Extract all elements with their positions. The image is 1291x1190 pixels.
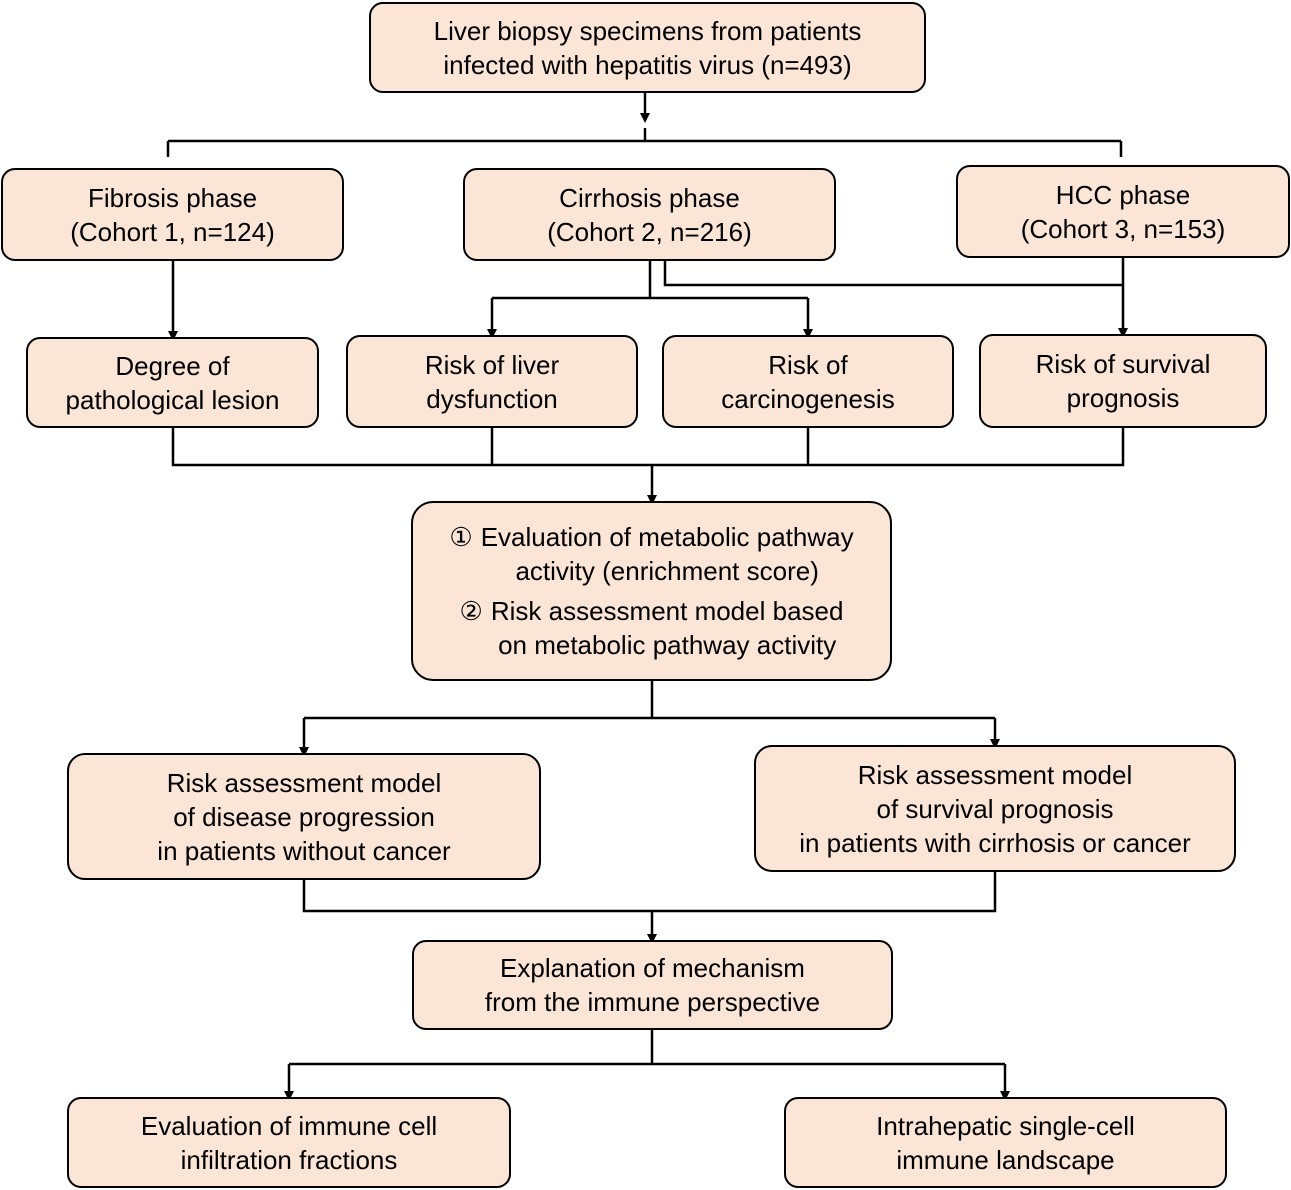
node-line: activity (enrichment score): [515, 556, 819, 586]
node-line: Risk of survival: [1035, 349, 1211, 379]
node-fibrosis-phase: Fibrosis phase (Cohort 1, n=124): [1, 168, 344, 261]
node-line: Intrahepatic single-cell: [876, 1110, 1135, 1141]
node-line: Risk assessment model: [857, 759, 1133, 790]
node-pathological-lesion: Degree of pathological lesion: [26, 337, 319, 428]
node-line: infected with hepatitis virus (n=493): [443, 49, 852, 80]
node-immune-mechanism: Explanation of mechanism from the immune…: [412, 940, 893, 1030]
connector-models-merge: [302, 872, 997, 913]
node-line: (Cohort 2, n=216): [547, 216, 752, 247]
node-line: Risk assessment model: [166, 767, 442, 798]
node-line: Degree of: [115, 350, 230, 381]
node-line: pathological lesion: [65, 384, 280, 415]
node-line: (Cohort 1, n=124): [70, 216, 275, 247]
node-line: immune landscape: [896, 1144, 1115, 1175]
connector-cirrhosis-to-survival: [663, 261, 1123, 287]
node-metabolic-evaluation: ① Evaluation of metabolic pathway activi…: [411, 501, 892, 681]
node-liver-dysfunction: Risk of liver dysfunction: [346, 335, 638, 428]
node-immune-infiltration: Evaluation of immune cell infiltration f…: [67, 1097, 511, 1188]
node-line: in patients without cancer: [157, 835, 451, 866]
node-line: on metabolic pathway activity: [498, 630, 837, 660]
node-survival-model: Risk assessment model of survival progno…: [754, 745, 1236, 872]
node-line: of disease progression: [173, 801, 435, 832]
node-survival-prognosis: Risk of survival prognosis: [979, 334, 1267, 428]
node-line: HCC phase: [1055, 179, 1191, 210]
node-line: Risk assessment model based: [490, 596, 844, 626]
node-line: (Cohort 3, n=153): [1020, 213, 1226, 244]
evaluation-item-1: ① Evaluation of metabolic pathway activi…: [449, 520, 853, 588]
node-liver-biopsy: Liver biopsy specimens from patients inf…: [369, 2, 926, 93]
node-line: Risk of liver: [424, 349, 560, 380]
circled-number-1: ①: [449, 522, 473, 552]
node-line: Risk of: [768, 349, 848, 380]
node-line: Explanation of mechanism: [500, 953, 805, 983]
node-line: in patients with cirrhosis or cancer: [799, 827, 1191, 858]
node-single-cell-landscape: Intrahepatic single-cell immune landscap…: [784, 1097, 1227, 1188]
node-line: infiltration fractions: [180, 1144, 398, 1175]
node-line: from the immune perspective: [484, 987, 821, 1017]
node-line: Liver biopsy specimens from patients: [433, 15, 862, 46]
node-hcc-phase: HCC phase (Cohort 3, n=153): [956, 165, 1290, 258]
evaluation-item-2: ② Risk assessment model based on metabol…: [460, 594, 844, 662]
node-line: Evaluation of immune cell: [140, 1110, 438, 1141]
node-line: dysfunction: [426, 383, 558, 414]
node-carcinogenesis: Risk of carcinogenesis: [662, 335, 954, 428]
node-line: prognosis: [1066, 383, 1180, 413]
connector-outcomes-merge: [171, 428, 1125, 467]
node-line: Fibrosis phase: [87, 182, 258, 213]
node-line: Cirrhosis phase: [559, 182, 740, 213]
node-line: of survival prognosis: [876, 793, 1114, 824]
node-line: carcinogenesis: [721, 383, 895, 414]
node-progression-model: Risk assessment model of disease progres…: [67, 753, 541, 880]
node-line: Evaluation of metabolic pathway: [480, 522, 854, 552]
node-cirrhosis-phase: Cirrhosis phase (Cohort 2, n=216): [463, 168, 836, 261]
circled-number-2: ②: [459, 596, 483, 626]
